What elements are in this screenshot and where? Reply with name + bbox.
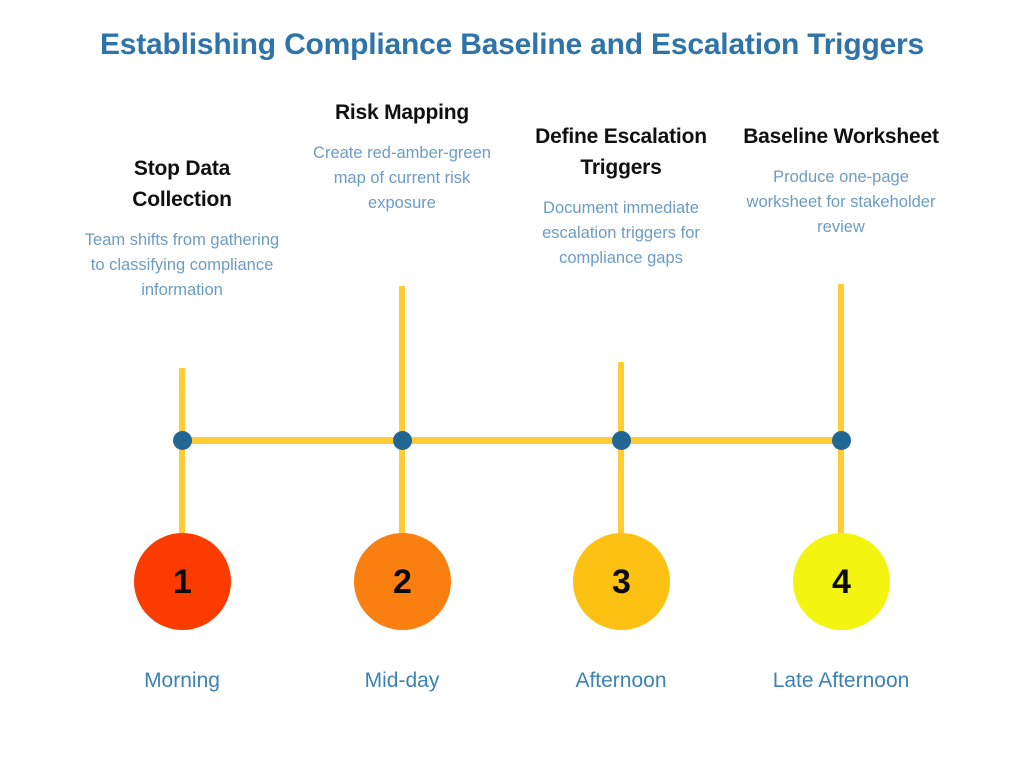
- step-text-block-3: Define Escalation Triggers Document imme…: [516, 122, 726, 271]
- timeline-upper-stem-4: [838, 284, 844, 444]
- step-number-circle-2: 2: [354, 533, 451, 630]
- timeline-dot-1: [173, 431, 192, 450]
- step-number-3: 3: [612, 562, 631, 601]
- timeline-upper-stem-1: [179, 368, 185, 444]
- step-number-1: 1: [173, 562, 192, 601]
- step-description-3: Document immediate escalation triggers f…: [542, 198, 700, 267]
- step-heading-4: Baseline Worksheet: [743, 125, 939, 148]
- time-label-4: Late Afternoon: [772, 669, 910, 692]
- step-number-circle-3: 3: [573, 533, 670, 630]
- timeline-upper-stem-3: [618, 362, 624, 444]
- step-description-2: Create red-amber-green map of current ri…: [313, 143, 491, 213]
- step-heading-3: Define Escalation Triggers: [535, 125, 707, 179]
- timeline-dot-2: [393, 431, 412, 450]
- step-text-block-1: Stop Data Collection Team shifts from ga…: [82, 154, 282, 303]
- timeline-upper-stem-2: [399, 286, 405, 444]
- timeline-lower-stem-3: [618, 441, 624, 539]
- page-title: Establishing Compliance Baseline and Esc…: [99, 28, 925, 61]
- step-heading-1: Stop Data Collection: [132, 157, 232, 211]
- time-label-1: Morning: [144, 669, 220, 692]
- timeline-lower-stem-2: [399, 441, 405, 539]
- step-number-circle-1: 1: [134, 533, 231, 630]
- step-heading-2: Risk Mapping: [334, 101, 470, 124]
- timeline-axis-line: [182, 437, 841, 444]
- step-number-2: 2: [393, 562, 412, 601]
- time-label-3: Afternoon: [575, 669, 667, 692]
- step-number-circle-4: 4: [793, 533, 890, 630]
- step-number-4: 4: [832, 562, 851, 601]
- step-description-4: Produce one-page worksheet for stakehold…: [746, 167, 936, 237]
- time-label-2: Mid-day: [364, 669, 440, 692]
- timeline-dot-3: [612, 431, 631, 450]
- timeline-lower-stem-1: [179, 441, 185, 539]
- step-text-block-4: Baseline Worksheet Produce one-page work…: [739, 122, 943, 240]
- step-text-block-2: Risk Mapping Create red-amber-green map …: [302, 98, 502, 216]
- step-description-1: Team shifts from gathering to classifyin…: [84, 230, 280, 299]
- timeline-dot-4: [832, 431, 851, 450]
- timeline-lower-stem-4: [838, 441, 844, 539]
